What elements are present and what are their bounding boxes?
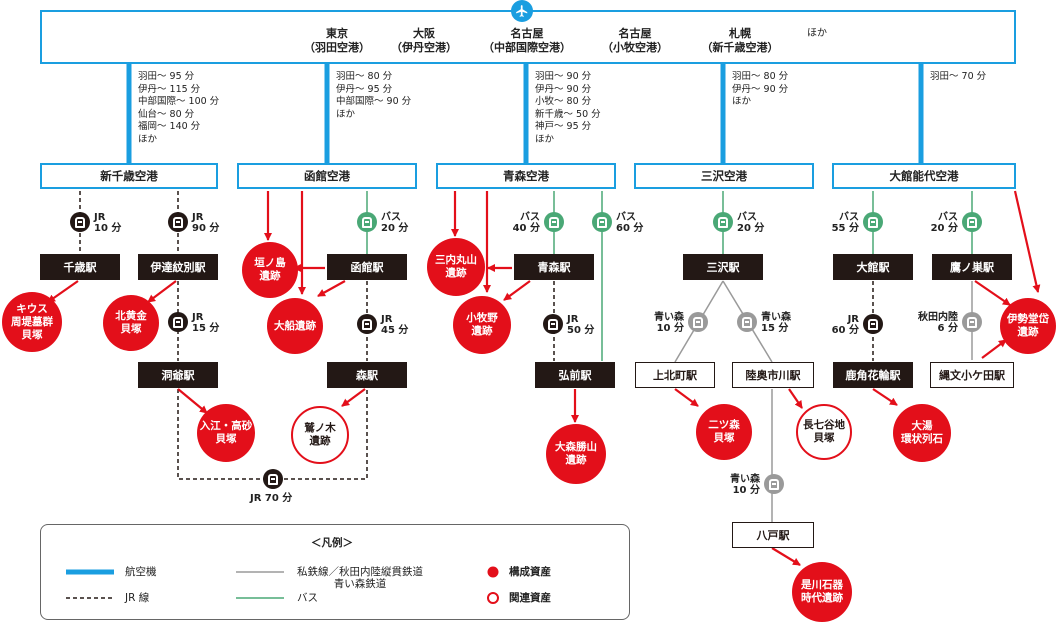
private-rail-icon — [764, 474, 784, 494]
legend-component-label: 構成資産 — [509, 566, 551, 578]
airport-odate-noshiro[interactable]: 大館能代空港 — [832, 163, 1016, 189]
site-irie-takasago[interactable]: 入江・高砂 貝塚 — [197, 404, 255, 462]
site-washinoki[interactable]: 鷲ノ木 遺跡 — [291, 406, 349, 464]
station-kazuno-hanawa[interactable]: 鹿角花輪駅 — [833, 362, 913, 388]
site-sannai-maruyama[interactable]: 三内丸山 遺跡 — [427, 238, 485, 296]
airport-hakodate[interactable]: 函館空港 — [237, 163, 417, 189]
route-label-aoimori-kamikita: 青い森 10 分 — [654, 312, 684, 334]
legend-bus-label: バス — [297, 592, 318, 604]
jr-train-icon — [863, 314, 883, 334]
city-tokyo: 東京（羽田空港） — [304, 27, 370, 54]
site-omori-katsuyama[interactable]: 大森勝山 遺跡 — [546, 424, 606, 484]
bus-icon — [357, 212, 377, 232]
site-chobichiyachi[interactable]: 長七谷地 貝塚 — [796, 404, 852, 460]
destination-cities-box: 東京（羽田空港） 大阪（伊丹空港） 名古屋（中部国際空港） 名古屋（小牧空港） … — [40, 10, 1016, 64]
site-oyu[interactable]: 大湯 環状列石 — [893, 404, 951, 462]
station-hachinohe[interactable]: 八戸駅 — [732, 522, 814, 548]
legend-related-label: 関連資産 — [509, 592, 551, 604]
route-label-jr-toya: JR 15 分 — [192, 312, 220, 334]
jr-train-icon — [168, 212, 188, 232]
legend-airplane-label: 航空機 — [125, 566, 157, 578]
route-label-bus-aomori: バス 40 分 — [512, 212, 540, 234]
legend-private-label: 私鉄線／秋田内陸縦貫鉄道 青い森鉄道 — [297, 566, 423, 590]
jr-train-icon — [70, 212, 90, 232]
bus-icon — [592, 212, 612, 232]
site-futatsumori[interactable]: 二ツ森 貝塚 — [696, 404, 752, 460]
flight-note-shin-chitose: 羽田～ 95 分 伊丹～ 115 分 中部国際～ 100 分 仙台～ 80 分 … — [138, 71, 220, 145]
station-jomon-kokeda[interactable]: 縄文小ケ田駅 — [930, 362, 1014, 388]
city-nagoya-chubu: 名古屋（中部国際空港） — [483, 27, 571, 54]
private-rail-icon — [962, 312, 982, 332]
airport-shin-chitose[interactable]: 新千歳空港 — [40, 163, 218, 189]
access-arrows — [47, 190, 1041, 566]
flight-note-aomori: 羽田～ 90 分 伊丹～ 90 分 小牧～ 80 分 新千歳～ 50 分 神戸～… — [535, 71, 601, 145]
route-label-bus-hirosaki: バス 60 分 — [616, 212, 644, 234]
route-label-bus-misawa: バス 20 分 — [737, 212, 765, 234]
station-misawa[interactable]: 三沢駅 — [683, 254, 763, 280]
route-label-jr-hirosaki: JR 50 分 — [567, 314, 595, 336]
airplane-icon — [511, 0, 533, 22]
route-label-aoimori-hachinohe: 青い森 10 分 — [730, 474, 760, 496]
route-label-akita-nairiku: 秋田内陸 6 分 — [918, 312, 958, 334]
station-kamikitamachi[interactable]: 上北町駅 — [635, 362, 715, 388]
jr-train-icon — [168, 312, 188, 332]
station-chitose[interactable]: 千歳駅 — [40, 254, 120, 280]
site-korekawa[interactable]: 是川石器 時代遺跡 — [792, 562, 852, 622]
station-date-mombetsu[interactable]: 伊達紋別駅 — [138, 254, 218, 280]
bus-icon — [863, 212, 883, 232]
route-label-jr-mori: JR 45 分 — [381, 314, 409, 336]
station-aomori[interactable]: 青森駅 — [514, 254, 594, 280]
station-hakodate[interactable]: 函館駅 — [327, 254, 407, 280]
city-others: ほか — [807, 28, 827, 39]
legend-related-sample — [487, 592, 499, 604]
site-ofune[interactable]: 大船遺跡 — [267, 298, 323, 354]
city-nagoya-komaki: 名古屋（小牧空港） — [602, 27, 668, 54]
private-rail-icon — [737, 312, 757, 332]
route-label-jr-chitose: JR 10 分 — [94, 212, 122, 234]
route-label-bus-hakodate: バス 20 分 — [381, 212, 409, 234]
private-rail-icon — [688, 312, 708, 332]
route-label-jr-kazuno: JR 60 分 — [831, 314, 859, 336]
flight-note-odate-noshiro: 羽田～ 70 分 — [930, 71, 987, 82]
flight-note-hakodate: 羽田～ 80 分 伊丹～ 95 分 中部国際～ 90 分 ほか — [336, 71, 412, 120]
site-kiusu[interactable]: キウス 周堤墓群 貝塚 — [2, 292, 62, 352]
route-label-jr-date: JR 90 分 — [192, 212, 220, 234]
route-label-bus-takanosu: バス 20 分 — [930, 212, 958, 234]
route-label-jr-70: JR 70 分 — [250, 493, 293, 504]
legend-jr-label: JR 線 — [125, 592, 150, 604]
site-kakinoshima[interactable]: 垣ノ島 遺跡 — [242, 242, 298, 298]
city-sapporo: 札幌（新千歳空港） — [701, 27, 779, 54]
flight-note-misawa: 羽田～ 80 分 伊丹～ 90 分 ほか — [732, 71, 789, 108]
bus-icon — [544, 212, 564, 232]
station-mori[interactable]: 森駅 — [327, 362, 407, 388]
site-kitakogane[interactable]: 北黄金 貝塚 — [103, 295, 159, 351]
air-lines — [126, 64, 924, 163]
site-komakino[interactable]: 小牧野 遺跡 — [453, 296, 511, 354]
jr-train-icon — [357, 314, 377, 334]
airport-misawa[interactable]: 三沢空港 — [634, 163, 814, 189]
legend-component-sample — [487, 566, 499, 578]
jr-train-icon — [263, 469, 283, 489]
jr-train-icon — [543, 314, 563, 334]
route-label-aoimori-ichikawa: 青い森 15 分 — [761, 312, 791, 334]
station-odate[interactable]: 大館駅 — [833, 254, 913, 280]
legend-title: ＜凡例＞ — [311, 537, 353, 549]
station-mutsu-ichikawa[interactable]: 陸奥市川駅 — [732, 362, 814, 388]
site-isedotai[interactable]: 伊勢堂岱 遺跡 — [1000, 298, 1056, 354]
route-label-bus-odate: バス 55 分 — [831, 212, 859, 234]
station-hirosaki[interactable]: 弘前駅 — [535, 362, 615, 388]
airport-aomori[interactable]: 青森空港 — [436, 163, 616, 189]
station-takanosu[interactable]: 鷹ノ巣駅 — [932, 254, 1012, 280]
station-toya[interactable]: 洞爺駅 — [138, 362, 218, 388]
bus-icon — [962, 212, 982, 232]
bus-icon — [713, 212, 733, 232]
legend-box: ＜凡例＞ 航空機 JR 線 私鉄線／秋田内陸縦貫鉄道 青い森鉄道 バス 構成資産… — [40, 524, 630, 620]
city-osaka: 大阪（伊丹空港） — [391, 27, 457, 54]
